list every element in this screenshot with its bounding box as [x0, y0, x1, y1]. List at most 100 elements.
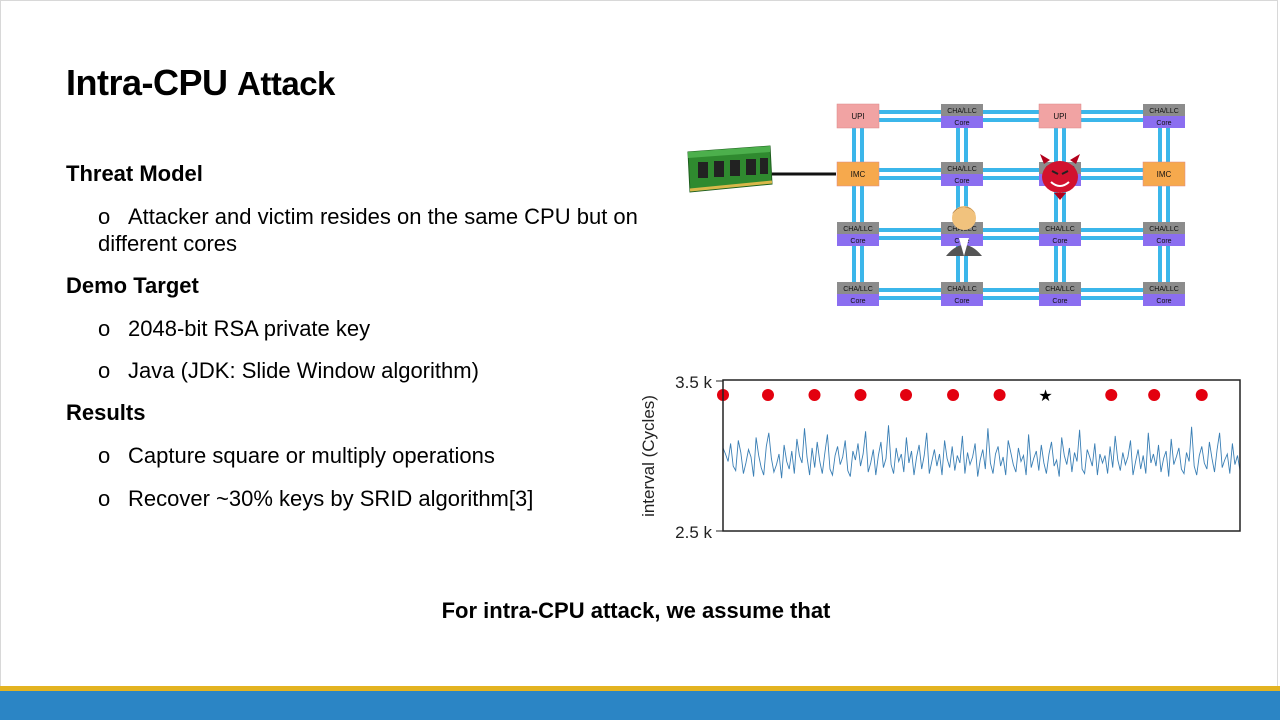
- core-block: [1143, 116, 1185, 128]
- core-label: Core: [1052, 298, 1067, 305]
- bullet-demo-1: o 2048-bit RSA private key: [98, 315, 638, 342]
- bullet-results-1: o Capture square or multiply operations: [98, 442, 638, 469]
- core-block: [941, 116, 983, 128]
- core-block: [1143, 294, 1185, 306]
- core-label: Core: [954, 298, 969, 305]
- heading-demo-target: Demo Target: [66, 273, 199, 298]
- footer-bar: [0, 691, 1280, 720]
- core-label: Core: [850, 298, 865, 305]
- imc-label: IMC: [1157, 170, 1172, 179]
- mesh-node: CHA/LLC Core: [837, 282, 879, 306]
- bullet-results-2: o Recover ~30% keys by SRID algorithm[3]: [98, 485, 638, 512]
- cha-llc-block: [1039, 222, 1081, 234]
- core-block: [837, 234, 879, 246]
- footer-accent-bar: [0, 686, 1280, 691]
- bullet-text: Attacker and victim resides on the same …: [98, 204, 638, 256]
- mesh-node: CHA/LLC Core: [1143, 104, 1185, 128]
- bullet-text: Recover ~30% keys by SRID algorithm[3]: [128, 486, 534, 511]
- mesh-node: UPI: [836, 103, 880, 129]
- red-dot-marker: [1195, 389, 1208, 401]
- core-block: [941, 174, 983, 186]
- cha-llc-block: [837, 222, 879, 234]
- upi-block: [836, 103, 880, 129]
- heading-results: Results: [66, 400, 146, 425]
- cha-llc-block: [941, 282, 983, 294]
- cha-llc-label: CHA/LLC: [947, 286, 977, 293]
- red-dot-marker: [900, 389, 913, 401]
- cha-llc-label: CHA/LLC: [1149, 286, 1179, 293]
- red-dot-marker: [1148, 389, 1161, 401]
- memory-module-icon: [687, 145, 773, 193]
- mesh-node: CHA/LLC Core: [1143, 282, 1185, 306]
- core-label: Core: [954, 178, 969, 185]
- core-label: Core: [1156, 120, 1171, 127]
- y-axis-label: interval (Cycles): [639, 395, 658, 517]
- cha-llc-block: [941, 162, 983, 174]
- bullet-text: Java (JDK: Slide Window algorithm): [128, 358, 479, 383]
- cha-llc-label: CHA/LLC: [1149, 226, 1179, 233]
- upi-label: UPI: [1053, 112, 1066, 121]
- mesh-nodes: UPICHA/LLCCoreUPICHA/LLCCoreIMCCHA/LLCCo…: [836, 103, 1186, 306]
- red-dot-marker: [993, 389, 1006, 401]
- plot-area: ★: [717, 388, 1241, 479]
- red-dot-marker: [854, 389, 867, 401]
- red-dot-marker: [1105, 389, 1118, 401]
- victim-person-icon: [946, 206, 982, 256]
- mesh-node: CHA/LLC Core: [837, 222, 879, 246]
- plot-frame: [722, 379, 1241, 532]
- cha-llc-block: [837, 282, 879, 294]
- cha-llc-label: CHA/LLC: [947, 166, 977, 173]
- mesh-node: CHA/LLC Core: [941, 282, 983, 306]
- cpu-mesh-diagram: UPICHA/LLCCoreUPICHA/LLCCoreIMCCHA/LLCCo…: [687, 103, 1186, 306]
- cha-llc-label: CHA/LLC: [1045, 286, 1075, 293]
- imc-block: [836, 161, 880, 187]
- bullet-text: Capture square or multiply operations: [128, 443, 495, 468]
- star-marker: ★: [1038, 388, 1052, 405]
- bullet-glyph: o: [98, 443, 111, 468]
- bullet-glyph: o: [98, 316, 111, 341]
- cha-llc-label: CHA/LLC: [843, 226, 873, 233]
- cha-llc-block: [1039, 282, 1081, 294]
- attacker-devil-icon: [1040, 154, 1080, 200]
- cha-llc-label: CHA/LLC: [843, 286, 873, 293]
- imc-label: IMC: [851, 170, 866, 179]
- cha-llc-label: CHA/LLC: [947, 108, 977, 115]
- bullet-text: 2048-bit RSA private key: [128, 316, 371, 341]
- heading-threat-model: Threat Model: [66, 161, 203, 186]
- bullet-glyph: o: [98, 204, 111, 229]
- slide-frame: [0, 0, 1278, 686]
- core-label: Core: [850, 238, 865, 245]
- timing-chart: interval (Cycles) 3.5 k 2.5 k ★: [639, 373, 1241, 542]
- bullet-demo-2: o Java (JDK: Slide Window algorithm): [98, 357, 638, 384]
- bullet-glyph: o: [98, 486, 111, 511]
- cha-llc-block: [1143, 282, 1185, 294]
- cha-llc-block: [941, 104, 983, 116]
- red-dot-marker: [761, 389, 774, 401]
- cha-llc-label: CHA/LLC: [1045, 226, 1075, 233]
- red-dot-marker: [808, 389, 821, 401]
- bullet-glyph: o: [98, 358, 111, 383]
- core-block: [941, 294, 983, 306]
- y-tick-bottom: 2.5 k: [675, 523, 712, 542]
- interval-series-line: [722, 425, 1241, 479]
- core-label: Core: [1156, 298, 1171, 305]
- imc-block: [1142, 161, 1186, 187]
- cha-llc-label: CHA/LLC: [1149, 108, 1179, 115]
- mesh-node: CHA/LLC Core: [1039, 282, 1081, 306]
- red-dot-marker: [947, 389, 960, 401]
- core-block: [1039, 294, 1081, 306]
- cha-llc-block: [1143, 104, 1185, 116]
- core-block: [837, 294, 879, 306]
- mesh-node: CHA/LLC Core: [941, 162, 983, 186]
- mesh-node: UPI: [1038, 103, 1082, 129]
- mesh-node: IMC: [836, 161, 880, 187]
- title-main: Intra-CPU: [66, 62, 228, 103]
- upi-block: [1038, 103, 1082, 129]
- y-tick-top: 3.5 k: [675, 373, 712, 392]
- core-block: [1143, 234, 1185, 246]
- mesh-node: IMC: [1142, 161, 1186, 187]
